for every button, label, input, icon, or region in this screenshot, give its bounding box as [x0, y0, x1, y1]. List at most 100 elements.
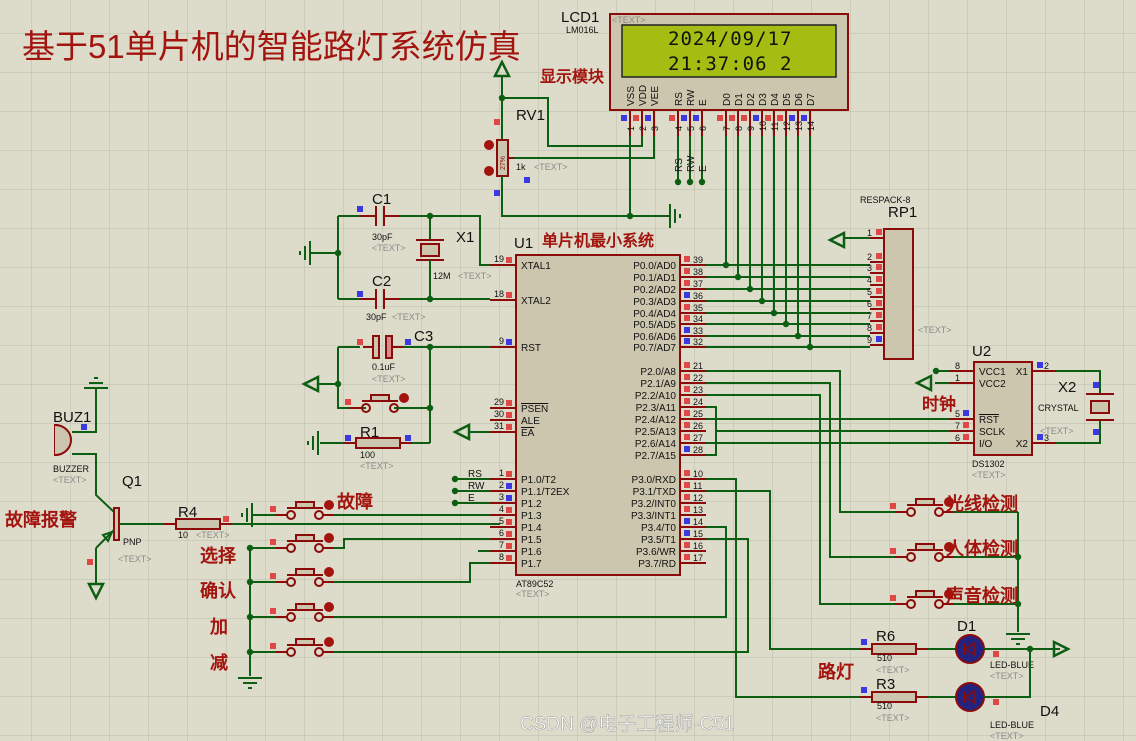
u1-pin-name: P3.1/TXD: [633, 487, 676, 498]
u1-pin-number: 24: [693, 397, 703, 407]
d4-led[interactable]: [955, 682, 985, 712]
u1-pin-name: P3.0/RXD: [632, 475, 676, 486]
button-state-icon[interactable]: [324, 637, 334, 647]
lcd-pin-name: D1: [734, 93, 745, 106]
button-state-icon[interactable]: [944, 589, 954, 599]
u1-pin-number: 33: [693, 326, 703, 336]
r4-resistor[interactable]: [175, 518, 221, 530]
u1-pin-name: P1.4: [521, 523, 542, 534]
u2-pin-name: SCLK: [979, 427, 1005, 438]
lcd-pin-number: 2: [638, 126, 648, 131]
r1-resistor[interactable]: [355, 437, 401, 449]
u2-pin-number: 5: [955, 409, 960, 419]
u1-pin-number: 25: [693, 409, 703, 419]
pin-state-marker: [684, 304, 690, 310]
d4-ref: D4: [1040, 703, 1059, 720]
c2-text-tag: <TEXT>: [392, 312, 426, 322]
lcd-screen: [621, 24, 837, 78]
pin-state-marker: [861, 687, 867, 693]
button-state-icon[interactable]: [399, 393, 409, 403]
u1-pin-name: P2.6/A14: [635, 439, 677, 450]
junction-dot: [1014, 600, 1022, 608]
u1-microcontroller[interactable]: [515, 254, 681, 576]
u1-pin-number: 9: [499, 336, 504, 346]
r6-resistor[interactable]: [871, 643, 917, 655]
pin-state-marker: [890, 548, 896, 554]
pin-state-marker: [684, 542, 690, 548]
button-state-icon[interactable]: [944, 497, 954, 507]
rp1-resistor-pack[interactable]: [883, 228, 914, 360]
pin-state-marker: [1037, 434, 1043, 440]
plunger-cap: [915, 543, 935, 551]
add-button[interactable]: [286, 602, 334, 622]
button-state-icon[interactable]: [324, 602, 334, 612]
pin-state-marker: [693, 115, 699, 121]
pin-state-marker: [741, 115, 747, 121]
button-state-icon[interactable]: [944, 542, 954, 552]
d4-text-tag: <TEXT>: [990, 731, 1024, 741]
plunger-cap: [295, 638, 315, 646]
x2-crystal[interactable]: [1090, 400, 1110, 414]
r3-resistor[interactable]: [871, 691, 917, 703]
wire: [502, 97, 643, 147]
wire: [72, 453, 115, 513]
pin-state-marker: [270, 539, 276, 545]
pin-state-marker: [729, 115, 735, 121]
junction-dot: [451, 475, 459, 483]
pin-state-marker: [345, 435, 351, 441]
pin-state-marker: [876, 276, 882, 282]
u1-pin-name: ALE: [521, 416, 540, 427]
pin-state-marker: [684, 374, 690, 380]
pin-state-marker: [506, 495, 512, 501]
pin-state-marker: [270, 573, 276, 579]
lcd-pin-name: D3: [758, 93, 769, 106]
pin-state-marker: [506, 519, 512, 525]
wire: [706, 394, 896, 605]
pin-state-marker: [405, 435, 411, 441]
rp1-ref: RP1: [888, 204, 917, 221]
button-state-icon[interactable]: [324, 533, 334, 543]
button-state-icon[interactable]: [324, 567, 334, 577]
rv1-increase-icon[interactable]: [484, 140, 494, 150]
u1-pin-number: 6: [499, 528, 504, 538]
pin-state-marker: [684, 506, 690, 512]
pin-state-marker: [890, 595, 896, 601]
q1-text-tag: <TEXT>: [118, 554, 152, 564]
u2-pin-number: 7: [955, 421, 960, 431]
u2-pin-name: VCC2: [979, 379, 1006, 390]
u1-pin-number: 10: [693, 469, 703, 479]
lcd-pin-name: D4: [770, 93, 781, 106]
junction-dot: [722, 261, 730, 269]
d1-led[interactable]: [955, 634, 985, 664]
select-button[interactable]: [286, 533, 334, 553]
junction-dot: [1014, 553, 1022, 561]
power-terminal-icon: [452, 422, 471, 442]
label-add: 加: [209, 617, 228, 637]
button-state-icon[interactable]: [324, 500, 334, 510]
pin-state-marker: [876, 336, 882, 342]
ground-icon: [1006, 633, 1030, 645]
wire: [334, 562, 490, 583]
u1-pin-name: P3.6/WR: [636, 547, 676, 558]
c1-text-tag: <TEXT>: [372, 243, 406, 253]
u2-rtc[interactable]: [973, 361, 1033, 456]
rv1-decrease-icon[interactable]: [484, 166, 494, 176]
q1-transistor[interactable]: [113, 507, 120, 541]
watermark: CSDN @电子工程师-C51: [520, 713, 735, 735]
pin-state-marker: [684, 386, 690, 392]
human-detect-button[interactable]: [906, 542, 954, 562]
u1-pin-number: 12: [693, 493, 703, 503]
pin-state-marker: [345, 399, 351, 405]
rp1-part: RESPACK-8: [860, 195, 910, 205]
pin-state-marker: [876, 288, 882, 294]
c3-capacitor[interactable]: [372, 335, 380, 359]
r4-value: 10: [178, 530, 188, 540]
pin-state-marker: [876, 229, 882, 235]
u1-net-label: E: [468, 493, 475, 504]
pin-state-marker: [789, 115, 795, 121]
u2-pin-number: 6: [955, 433, 960, 443]
x1-crystal[interactable]: [420, 243, 440, 257]
sound-detect-button[interactable]: [906, 589, 954, 609]
pin-state-marker: [684, 256, 690, 262]
